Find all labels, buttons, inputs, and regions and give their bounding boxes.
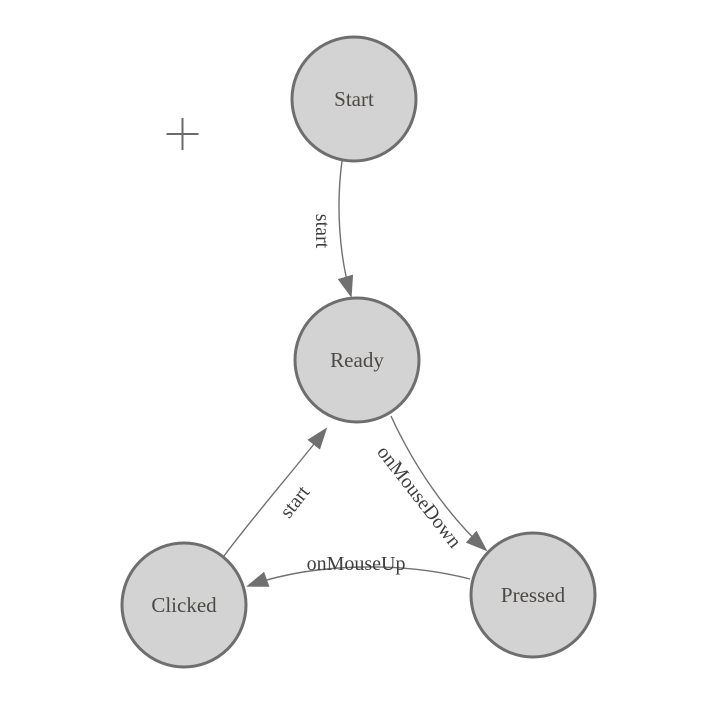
node-pressed[interactable]: Pressed — [469, 531, 597, 659]
edge-pressed-to-clicked-path[interactable] — [246, 566, 471, 587]
edge-label-pressed-to-clicked: onMouseUp — [307, 553, 406, 575]
edge-pressed-to-clicked[interactable] — [246, 566, 471, 587]
edge-clicked-to-ready-path[interactable] — [223, 427, 328, 557]
edge-ready-to-pressed[interactable] — [390, 415, 488, 552]
edge-label-start-to-ready: start — [311, 214, 333, 249]
origin-crosshair-icon — [166, 118, 199, 150]
node-clicked[interactable]: Clicked — [120, 541, 248, 669]
edge-label-ready-to-pressed: onMouseDown — [372, 442, 465, 553]
edge-start-to-ready-path[interactable] — [337, 160, 354, 298]
edge-ready-to-pressed-path[interactable] — [390, 415, 488, 552]
edge-clicked-to-ready[interactable] — [223, 427, 328, 557]
node-ready-circle[interactable] — [293, 296, 421, 424]
edge-label-clicked-to-ready: start — [276, 481, 315, 522]
node-pressed-circle[interactable] — [469, 531, 597, 659]
node-clicked-circle[interactable] — [120, 541, 248, 669]
node-start[interactable]: Start — [290, 35, 418, 163]
node-start-circle[interactable] — [290, 35, 418, 163]
node-ready[interactable]: Ready — [293, 296, 421, 424]
edge-start-to-ready[interactable] — [337, 160, 354, 298]
